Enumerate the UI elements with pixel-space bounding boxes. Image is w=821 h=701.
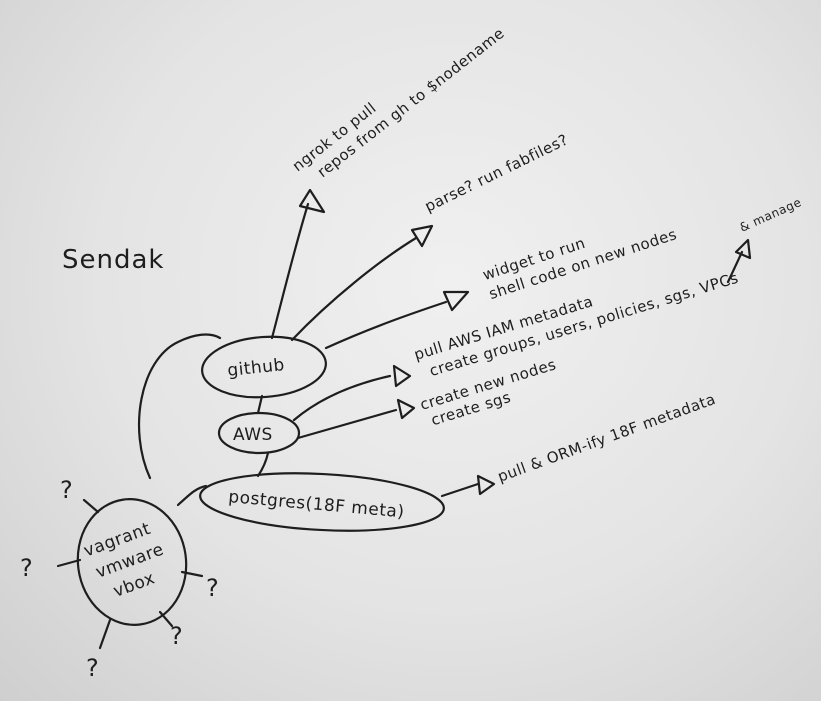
question-mark-1: ?: [60, 476, 73, 504]
note-parse: parse? run fabfiles?: [422, 130, 571, 215]
arrow-postgres-pull: [440, 482, 480, 498]
spoke-4: [158, 610, 174, 628]
question-mark-5: ?: [206, 574, 219, 602]
title-sendak: Sendak: [62, 245, 164, 275]
node-aws: AWS: [217, 411, 301, 455]
note-ngrok-line2: repos from gh to $nodename: [314, 24, 508, 181]
aws-label: AWS: [233, 425, 273, 445]
note-pull-orm: pull & ORM-ify 18F metadata: [495, 390, 718, 486]
spoke-5: [180, 570, 204, 578]
arrow-aws-iam: [292, 374, 392, 422]
arrowhead-nodes: [396, 398, 416, 420]
arrowhead-iam: [392, 364, 412, 388]
note-iam-line2: create groups, users, policies, sgs, VPC…: [427, 269, 740, 380]
arrow-github-widget: [324, 300, 448, 350]
question-mark-2: ?: [20, 554, 33, 582]
question-mark-3: ?: [86, 654, 99, 682]
node-postgres: postgres(18F meta): [199, 472, 445, 532]
note-manage: & manage: [738, 195, 804, 235]
arrowhead-widget: [442, 290, 470, 312]
node-vm: vagrant vmware vbox ? ? ? ? ?: [20, 476, 219, 682]
spoke-1: [82, 498, 100, 514]
arrowhead-parse: [410, 224, 434, 248]
arrowhead-manage: [734, 238, 752, 260]
arrow-to-manage: [726, 250, 744, 284]
github-ellipse: [201, 335, 327, 399]
link-github-aws: [256, 394, 264, 415]
link-aws-postgres: [256, 451, 270, 478]
postgres-label: postgres(18F meta): [228, 487, 406, 522]
link-vm-postgres: [176, 484, 208, 507]
vm-circle: [76, 498, 188, 626]
link-vm-github: [138, 333, 222, 480]
arrowhead-ngrok: [298, 188, 326, 214]
question-mark-4: ?: [170, 622, 183, 650]
node-github: github: [201, 335, 327, 399]
spoke-2: [56, 558, 82, 568]
arrow-github-parse: [290, 236, 418, 342]
arrow-github-ngrok: [270, 202, 310, 340]
arrowhead-pull: [476, 474, 496, 496]
arrow-aws-nodes: [296, 408, 398, 440]
spoke-3: [98, 618, 112, 650]
postgres-ellipse: [199, 472, 445, 532]
github-label: github: [226, 355, 285, 381]
